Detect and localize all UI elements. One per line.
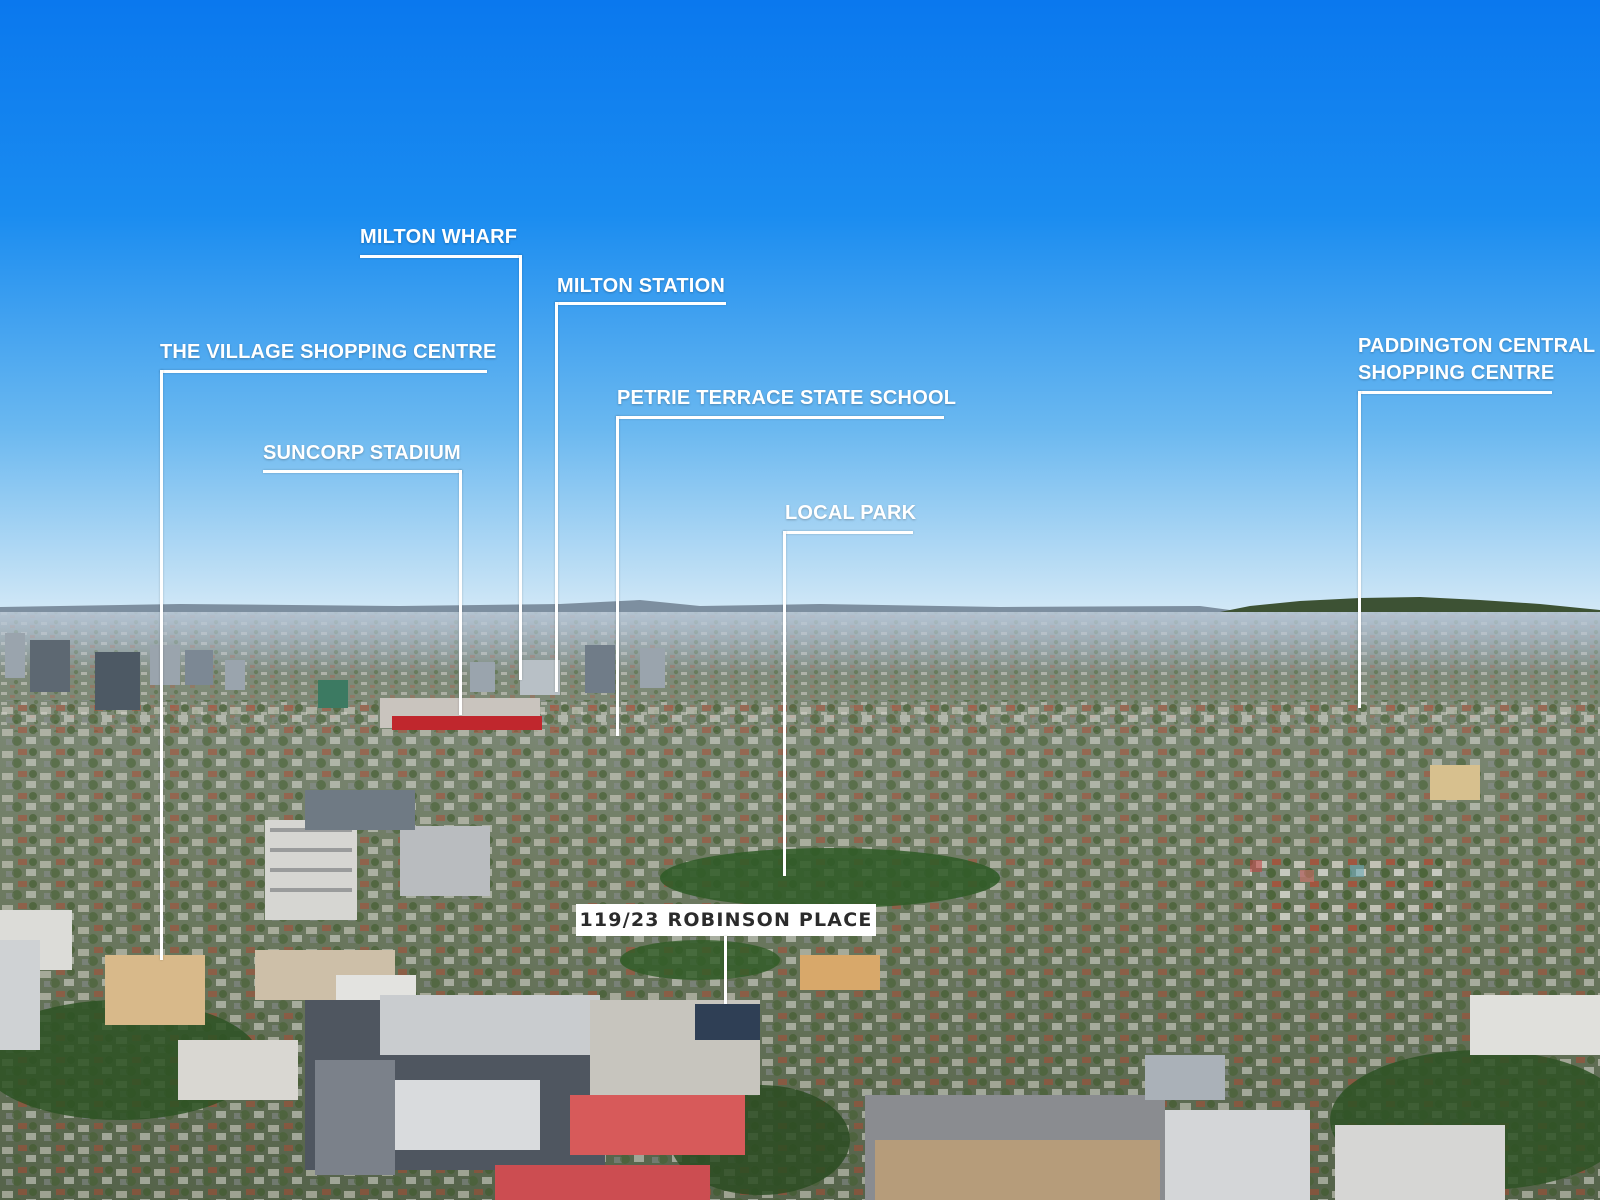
leader-petrie-vertical (616, 416, 619, 736)
property-address-label: 119/23 ROBINSON PLACE (579, 909, 873, 931)
leader-milton-station-horizontal (555, 302, 726, 305)
leader-suncorp-horizontal (263, 470, 462, 473)
leader-milton-wharf-horizontal (360, 255, 522, 258)
leader-paddington-horizontal (1358, 391, 1552, 394)
label-suncorp-stadium: SUNCORP STADIUM (263, 442, 461, 464)
leader-paddington-vertical (1358, 391, 1361, 708)
label-petrie-terrace-state-school: PETRIE TERRACE STATE SCHOOL (617, 387, 957, 409)
label-paddington-central-line1: PADDINGTON CENTRAL (1358, 335, 1596, 357)
leader-local-park-horizontal (783, 531, 913, 534)
leader-property-vertical (724, 936, 727, 1004)
label-local-park: LOCAL PARK (785, 502, 917, 524)
leader-suncorp-vertical (459, 470, 462, 715)
property-address-box: 119/23 ROBINSON PLACE (576, 904, 876, 936)
label-village-shopping-centre: THE VILLAGE SHOPPING CENTRE (160, 341, 497, 363)
leader-local-park-vertical (783, 531, 786, 876)
label-milton-wharf: MILTON WHARF (360, 226, 518, 248)
leader-petrie-horizontal (616, 416, 944, 419)
label-milton-station: MILTON STATION (557, 275, 725, 297)
label-paddington-central-line2: SHOPPING CENTRE (1358, 362, 1555, 384)
leader-milton-station-vertical (555, 302, 558, 692)
leader-village-horizontal (160, 370, 487, 373)
leader-milton-wharf-vertical (519, 255, 522, 680)
leader-village-vertical (160, 370, 163, 960)
